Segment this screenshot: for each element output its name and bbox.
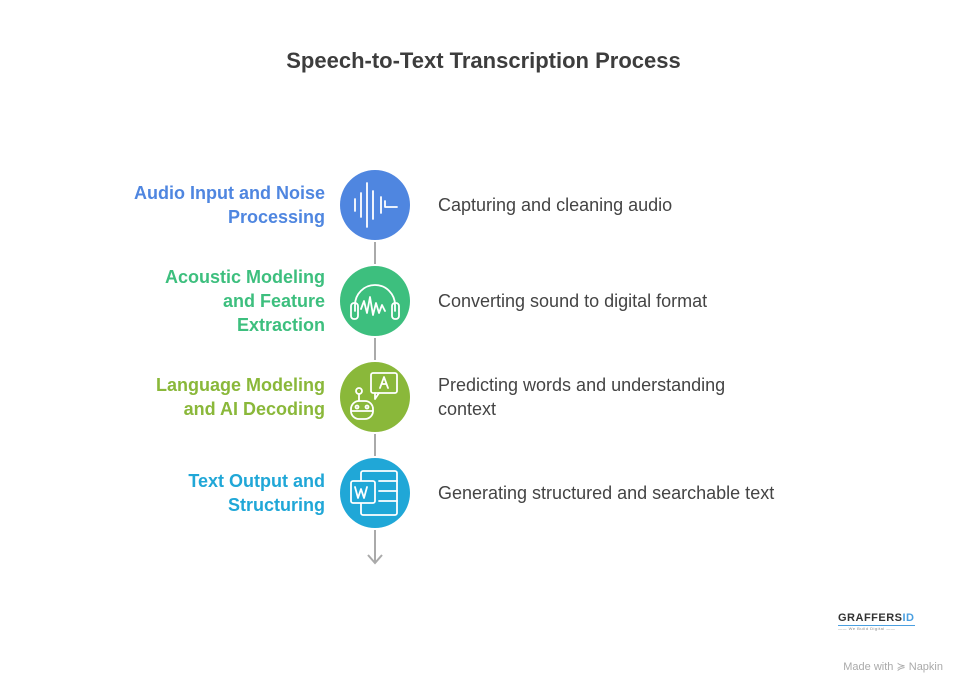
word-document-icon (350, 470, 398, 516)
step-description-line: context (438, 399, 497, 419)
graffersid-logo: GRAFFERSID—— We Build Digital —— (838, 612, 915, 631)
step-label-line: Acoustic Modeling (164, 267, 325, 287)
step-node (340, 362, 410, 432)
step-description-line: Generating structured and searchable tex… (438, 483, 775, 503)
step-node (340, 266, 410, 336)
step-description: Capturing and cleaning audio (438, 193, 818, 217)
step-description-line: Predicting words and understanding (438, 375, 726, 395)
step-label-line: Language Modeling (156, 375, 325, 395)
step-label-line: and Feature (222, 291, 325, 311)
step-circle (340, 266, 410, 336)
napkin-icon: ≽ (896, 661, 906, 673)
sound-wave-icon (354, 182, 398, 228)
step-description-line: Converting sound to digital format (438, 291, 708, 311)
step-description-line: Capturing and cleaning audio (438, 195, 673, 215)
robot-chat-icon (350, 372, 398, 420)
step-label: Language Modeling and AI Decoding (85, 373, 325, 421)
step-description: Converting sound to digital format (438, 289, 818, 313)
step-label-line: Processing (227, 207, 325, 227)
headphones-icon (350, 284, 400, 320)
step-label-line: Text Output and (188, 471, 325, 491)
napkin-brand: Napkin (908, 661, 943, 673)
step-node (340, 170, 410, 240)
arrow-head (367, 554, 383, 565)
step-description: Predicting words and understanding contex… (438, 373, 818, 421)
step-label-line: Extraction (236, 315, 325, 335)
step-label-line: and AI Decoding (183, 399, 325, 419)
made-with-napkin[interactable]: Made with ≽ Napkin (843, 660, 943, 673)
step-description: Generating structured and searchable tex… (438, 481, 818, 505)
logo-tagline: —— We Build Digital —— (838, 625, 915, 631)
step-node (340, 458, 410, 528)
made-with-text: Made with (843, 661, 894, 673)
logo-text: GRAFFERS (838, 612, 903, 624)
step-label-line: Audio Input and Noise (134, 183, 325, 203)
step-circle (340, 170, 410, 240)
logo-accent: ID (902, 612, 915, 624)
page-title: Speech-to-Text Transcription Process (286, 48, 681, 73)
step-label-line: Structuring (228, 495, 325, 515)
